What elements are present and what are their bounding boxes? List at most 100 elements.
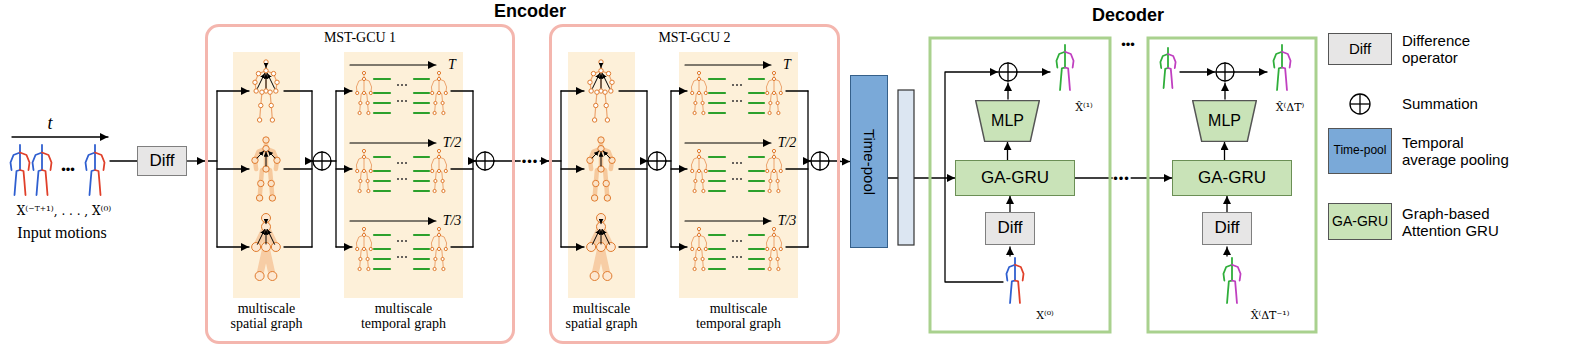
skeleton-joint [274,89,278,93]
graph-arrow [266,152,267,166]
ellipsis-dot [732,178,734,180]
flow-line [561,90,584,91]
ellipsis-dot [397,240,399,242]
skeleton-bone [699,229,700,249]
flow-line [217,246,249,247]
node-label: MLP [1208,112,1241,130]
skeleton-joint [610,80,614,84]
flow-line [561,246,584,247]
temporal-edge [414,248,429,250]
skeleton-joint [253,80,257,84]
skeleton-joint [772,77,775,80]
summation-symbol [1216,63,1234,81]
ellipsis-dot [405,178,407,180]
summation-symbol [1350,94,1370,114]
temporal-edge [749,170,764,172]
skeleton-bone [364,171,368,191]
skeleton-joint [694,101,697,104]
skeleton-bone [1065,52,1074,68]
skeleton-joint [252,243,261,252]
temporal-edge [374,234,390,236]
skeleton-bone [1014,258,1016,281]
skeleton-joint [359,257,362,260]
time-pool-box: Time-pool [850,75,888,248]
skeleton-bone [435,93,439,113]
ellipsis-dot [397,162,399,164]
skeleton-joint [691,247,694,250]
skeleton-joint [766,247,769,250]
skeleton-joint [259,103,263,107]
skeleton-joint [604,103,608,107]
graph-arrow [257,73,264,88]
skeleton-joint [437,149,440,152]
temporal-edge [709,248,725,250]
skeleton-joint [694,179,697,182]
ellipsis-dot [736,256,738,258]
skeleton-joint [697,247,700,250]
skeleton-joint [442,189,445,192]
flow-line [1234,71,1267,72]
graph-arrow [601,230,602,244]
ellipsis-dot [732,84,734,86]
skeleton-joint [437,233,440,236]
skeleton-joint [592,118,596,122]
ellipsis-dot [732,256,734,258]
decoder-cell [930,38,1110,332]
skeleton-bone [770,93,774,113]
flow-line [671,168,687,169]
skeleton-joint [779,91,782,94]
skeleton-joint [254,89,258,93]
skeleton-joint [589,89,593,93]
skeleton-bone [695,171,699,191]
skeleton-joint [598,166,604,172]
ellipsis-dot [405,84,407,86]
skeleton-bone [265,62,266,91]
node-label: GA-GRU [1198,169,1266,188]
temporal-edge [749,78,764,80]
skeleton-bone [364,73,365,93]
ellipsis-dot [732,162,734,164]
ellipsis-dot [405,162,407,164]
legend-text: Difference operator [1402,32,1514,67]
skeleton-bone [1282,68,1287,91]
scale-label: T [448,57,456,72]
skeleton-bone [695,249,699,269]
summation-symbol [1224,63,1225,81]
skeleton-bone [691,235,699,249]
time-arrow [685,142,771,143]
skeleton-joint [256,71,260,75]
temporal-edge [749,112,764,114]
feature-bar [898,90,914,245]
graph-panel: multiscale temporal graph [679,52,798,298]
skeleton-bone [774,151,775,171]
skeleton-bone [364,93,368,113]
ellipsis-dot [736,240,738,242]
flow-line [451,246,473,247]
ellipsis-dot [397,178,399,180]
skeleton-joint [263,137,269,143]
time-arrow [685,220,771,221]
flow-connector [1224,142,1225,160]
time-arrow [350,220,436,221]
skeleton-bone [695,93,699,113]
skeleton-bone [356,79,364,93]
skeleton-bone [42,153,52,171]
skeleton-joint [437,71,440,74]
temporal-edge [414,102,429,104]
graph-arrow [266,230,267,244]
skeleton-bone [364,157,372,171]
skeleton-joint [769,179,772,182]
temporal-edge [374,112,390,114]
skeleton-joint [701,257,704,260]
skeleton-bone [1060,68,1065,91]
temporal-edge [374,258,390,260]
scale-label: T [783,57,791,72]
skeleton-bone [599,140,604,169]
skeleton-joint [697,155,700,158]
node-label: MLP [991,112,1024,130]
temporal-edge [414,258,429,260]
skeleton-bone [439,249,443,269]
section-heading: Encoder [494,2,566,22]
skeleton-joint [603,272,612,281]
skeleton-joint [257,118,261,122]
